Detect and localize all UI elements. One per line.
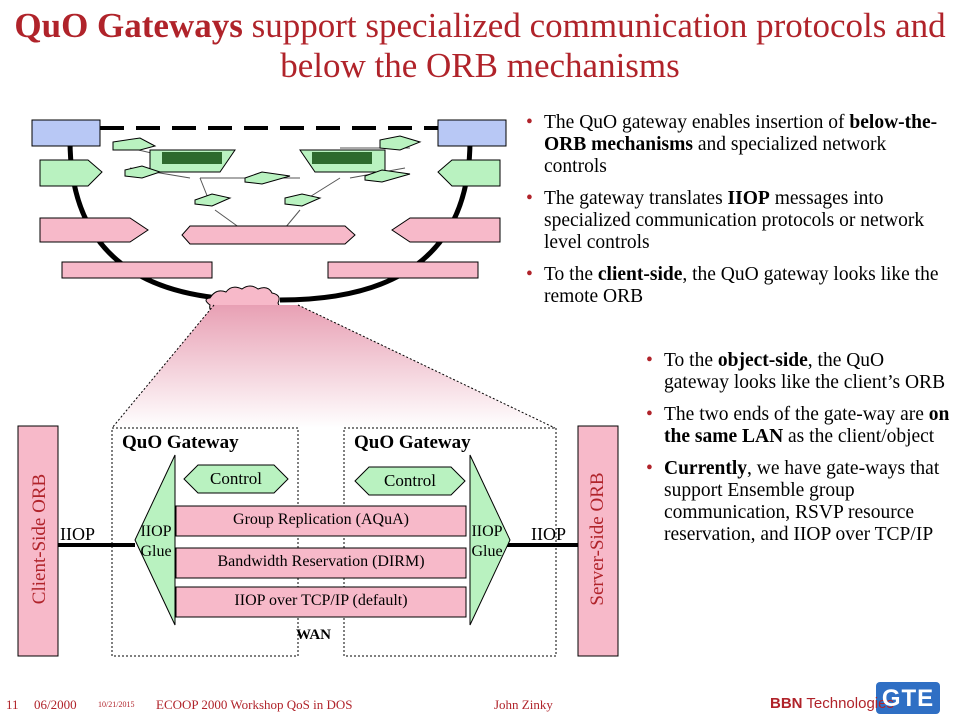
- mech-box-2: [175, 547, 467, 579]
- bullet-item: • The QuO gateway enables insertion of be…: [520, 112, 940, 178]
- footer-date: 06/2000: [34, 697, 77, 712]
- footer-company-bold: BBN: [770, 695, 803, 712]
- iiop-right-label: IIOP: [531, 524, 566, 544]
- wan-label: WAN: [296, 627, 332, 643]
- slide-number: 11: [6, 697, 19, 712]
- footer-company-rest: Technologies: [802, 695, 894, 712]
- gte-logo-bg: [876, 682, 940, 714]
- iiop-left-label: IIOP: [60, 524, 95, 544]
- bullet-text: To the: [544, 264, 598, 285]
- footer-company: BBN Technologies: [770, 695, 894, 712]
- bullet-item: • To the object-side, the QuO gateway loo…: [640, 350, 950, 394]
- slide-footer: 11 06/2000 10/21/2015 ECOOP 2000 Worksho…: [0, 685, 960, 717]
- bullet-marker: •: [646, 458, 653, 479]
- bullet-text: The QuO gateway enables insertion of: [544, 112, 850, 133]
- bullet-item: • The two ends of the gate-way are on the…: [640, 404, 950, 448]
- mech-box-1: [175, 505, 467, 537]
- bullet-list-top: • The QuO gateway enables insertion of be…: [520, 112, 940, 318]
- bullet-text: The two ends of the gate-way are: [664, 404, 929, 425]
- glue-left-label: IIOP Glue: [140, 523, 172, 560]
- bullet-list-bottom: • To the object-side, the QuO gateway loo…: [640, 350, 950, 556]
- bullet-marker: •: [526, 112, 533, 133]
- glue-right-label: IIOP Glue: [471, 523, 503, 560]
- bullet-item: • The gateway translates IIOP messages in…: [520, 188, 940, 254]
- gateway-left-title: QuO Gateway: [122, 432, 239, 453]
- footer-event: ECOOP 2000 Workshop QoS in DOS: [156, 697, 353, 712]
- bullet-marker: •: [526, 264, 533, 285]
- client-orb-bar: [17, 425, 59, 657]
- bullet-marker: •: [646, 404, 653, 425]
- bullet-text: The gateway translates: [544, 188, 728, 209]
- mech-label-group-replication: Group Replication (AQuA): [233, 511, 409, 528]
- slide-title-bold: QuO Gateways: [14, 6, 243, 45]
- bullet-text: , we have gate-ways that support Ensembl…: [664, 458, 940, 545]
- footer-small-date: 10/21/2015: [98, 700, 135, 709]
- control-right-shape: [354, 466, 466, 496]
- bullet-item: • To the client-side, the QuO gateway loo…: [520, 264, 940, 308]
- bullet-text: , the QuO gateway looks like the client’…: [664, 350, 946, 393]
- bullet-marker: •: [646, 350, 653, 371]
- gateway-left-frame: [111, 427, 299, 657]
- network-topology-graphic: [31, 119, 507, 319]
- bullet-item: • Currently, we have gate-ways that suppo…: [640, 458, 950, 546]
- control-left-shape: [183, 464, 289, 494]
- bullet-text: as the client/object: [783, 426, 935, 447]
- mech-box-3: [175, 586, 467, 618]
- bullet-text: To the: [664, 350, 718, 371]
- gateway-right-frame: [343, 427, 557, 657]
- mech-label-bandwidth-reservation: Bandwidth Reservation (DIRM): [217, 553, 425, 570]
- client-side-orb-label: Client-Side ORB: [29, 473, 50, 605]
- zoom-cone: [112, 305, 555, 428]
- iiop-glue-left-shape: [134, 454, 176, 626]
- bullet-text: messages into specialized communication …: [544, 188, 925, 253]
- bullet-text: on the same LAN: [664, 404, 950, 447]
- slide-title: QuO Gateways support specialized communi…: [0, 6, 960, 86]
- control-right-label: Control: [384, 471, 436, 490]
- bullet-text: client-side: [597, 264, 683, 285]
- bullet-marker: •: [526, 188, 533, 209]
- footer-author: John Zinky: [494, 697, 553, 712]
- slide-title-rest: support specialized communication protoc…: [242, 6, 946, 85]
- server-side-orb-label: Server-Side ORB: [587, 472, 608, 606]
- iiop-glue-right-shape: [469, 454, 511, 626]
- gateway-right-title: QuO Gateway: [354, 432, 471, 453]
- bullet-text: below-the-ORB mechanisms: [544, 112, 938, 155]
- bullet-text: IIOP: [727, 188, 770, 209]
- gte-logo-text: GTE: [881, 685, 935, 712]
- bullet-text: Currently: [664, 458, 748, 479]
- bullet-text: , the QuO gateway looks like the remote …: [544, 264, 939, 307]
- mech-label-iiop-tcp: IIOP over TCP/IP (default): [234, 592, 408, 609]
- bullet-text: and specialized network controls: [544, 134, 887, 177]
- bullet-text: object-side: [717, 350, 808, 371]
- control-left-label: Control: [210, 469, 262, 488]
- server-orb-bar: [577, 425, 619, 657]
